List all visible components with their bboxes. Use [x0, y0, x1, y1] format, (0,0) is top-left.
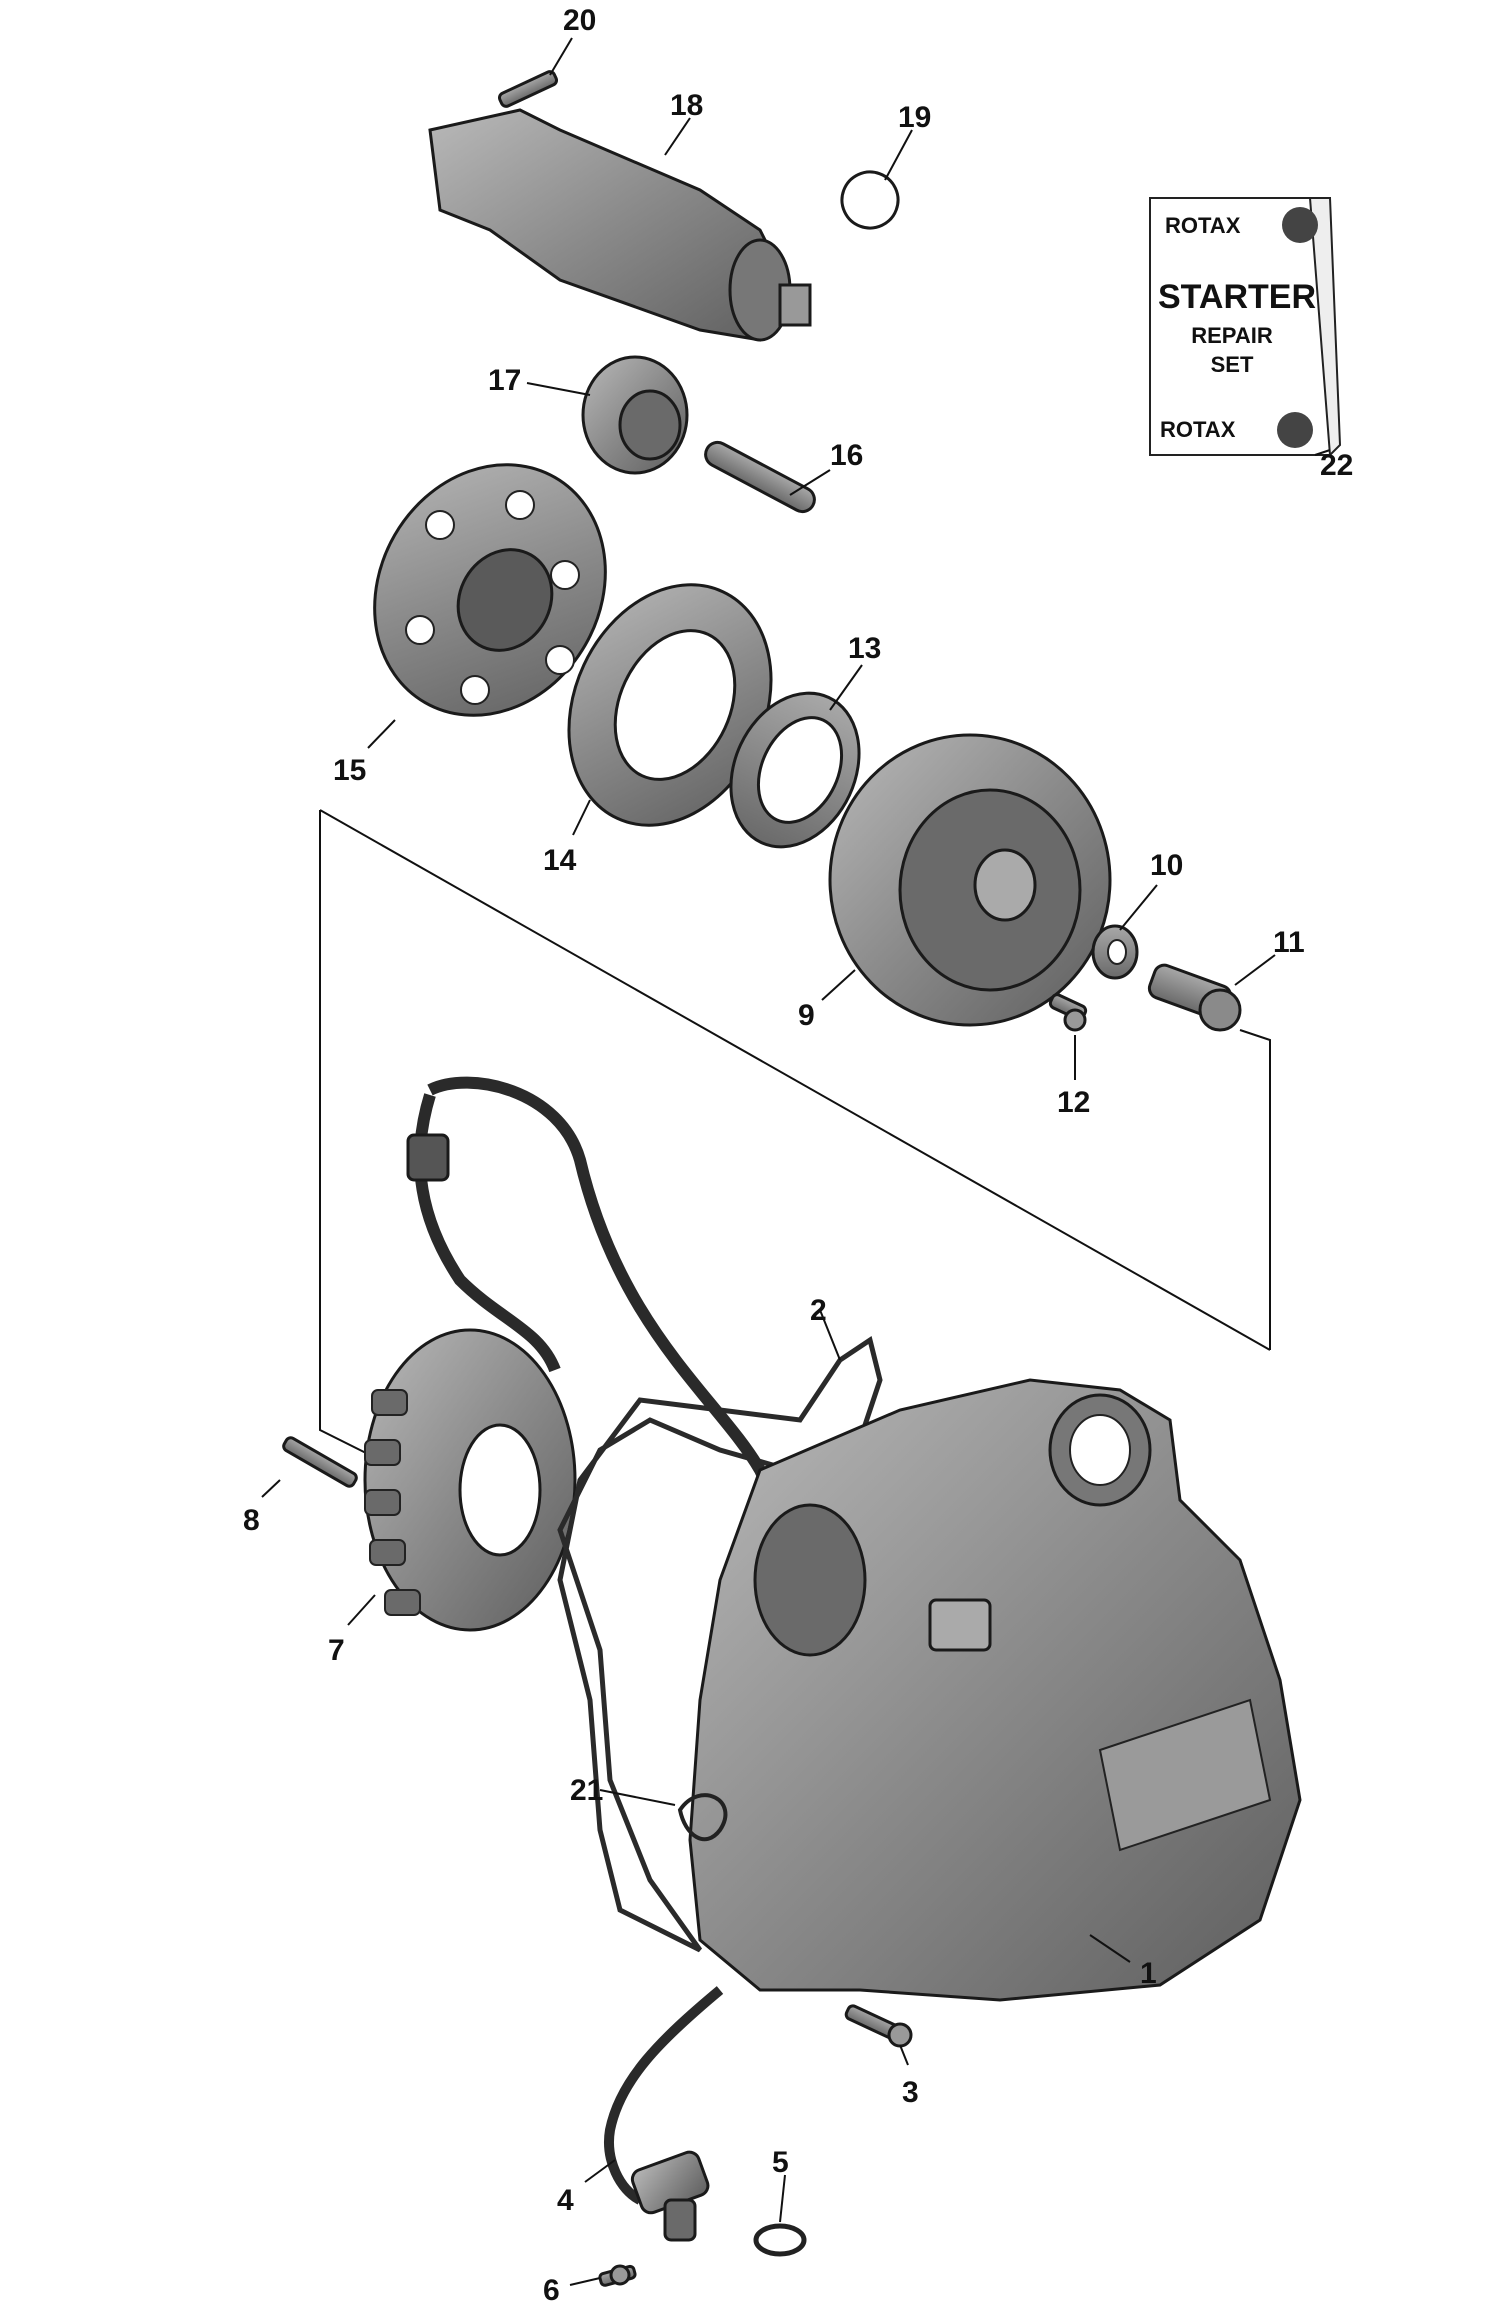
sensor-screw — [598, 2264, 637, 2287]
brp-logo-icon — [1277, 412, 1313, 448]
brp-logo-icon — [1282, 207, 1318, 243]
alignment-lines — [319, 809, 1271, 1461]
kit-brand-bottom: ROTAX — [1160, 417, 1236, 442]
callout-20: 20 — [563, 4, 596, 37]
magneto-cover — [688, 1378, 1302, 2002]
gear-shaft — [704, 440, 816, 514]
small-bolt — [1048, 993, 1088, 1032]
callout-8: 8 — [243, 1504, 260, 1537]
flywheel-washer — [1091, 924, 1139, 980]
callout-6: 6 — [543, 2274, 560, 2307]
kit-title: STARTER — [1158, 278, 1316, 316]
clip — [677, 1793, 728, 1842]
callout-10: 10 — [1150, 849, 1183, 882]
crankshaft-sensor — [604, 1986, 724, 2242]
sprag-bearing — [729, 691, 861, 849]
callout-18: 18 — [670, 89, 703, 122]
stator — [363, 1328, 577, 1632]
starter-repair-set-card: ROTAX STARTER REPAIR SET ROTAX — [1149, 197, 1342, 458]
flywheel-bolt — [1147, 963, 1242, 1032]
callout-11: 11 — [1273, 926, 1305, 959]
callout-1: 1 — [1140, 1957, 1157, 1990]
callout-4: 4 — [557, 2184, 574, 2217]
cover-bolt — [844, 2004, 913, 2048]
callout-17: 17 — [488, 364, 521, 397]
callout-13: 13 — [848, 632, 881, 665]
leader-lines — [261, 37, 1331, 2286]
starter-ring-gear — [373, 463, 607, 717]
starter-motor — [428, 108, 812, 342]
callout-9: 9 — [798, 999, 815, 1032]
callout-5: 5 — [772, 2146, 789, 2179]
callout-2: 2 — [810, 1294, 827, 1327]
callout-21: 21 — [570, 1774, 603, 1807]
intermediate-gear — [581, 355, 689, 475]
callout-14: 14 — [543, 844, 577, 877]
kit-line3: SET — [1211, 352, 1254, 377]
callout-3: 3 — [902, 2076, 919, 2109]
callout-labels: 1 2 3 4 5 6 7 8 9 10 11 12 13 14 15 16 1… — [243, 4, 1353, 2307]
callout-15: 15 — [333, 754, 366, 787]
callout-7: 7 — [328, 1634, 345, 1667]
callout-22: 22 — [1320, 449, 1353, 482]
kit-line2: REPAIR — [1191, 323, 1273, 348]
starter-o-ring — [840, 170, 900, 230]
callout-19: 19 — [898, 101, 931, 134]
starter-bolt — [497, 70, 559, 108]
flywheel-rotor — [828, 733, 1112, 1027]
kit-brand-top: ROTAX — [1165, 213, 1241, 238]
cover-gasket — [557, 1335, 883, 1953]
callout-12: 12 — [1057, 1086, 1090, 1119]
stator-bolt — [282, 1436, 358, 1488]
clutch-plate — [567, 583, 773, 827]
sensor-o-ring — [753, 2223, 807, 2257]
callout-16: 16 — [830, 439, 863, 472]
